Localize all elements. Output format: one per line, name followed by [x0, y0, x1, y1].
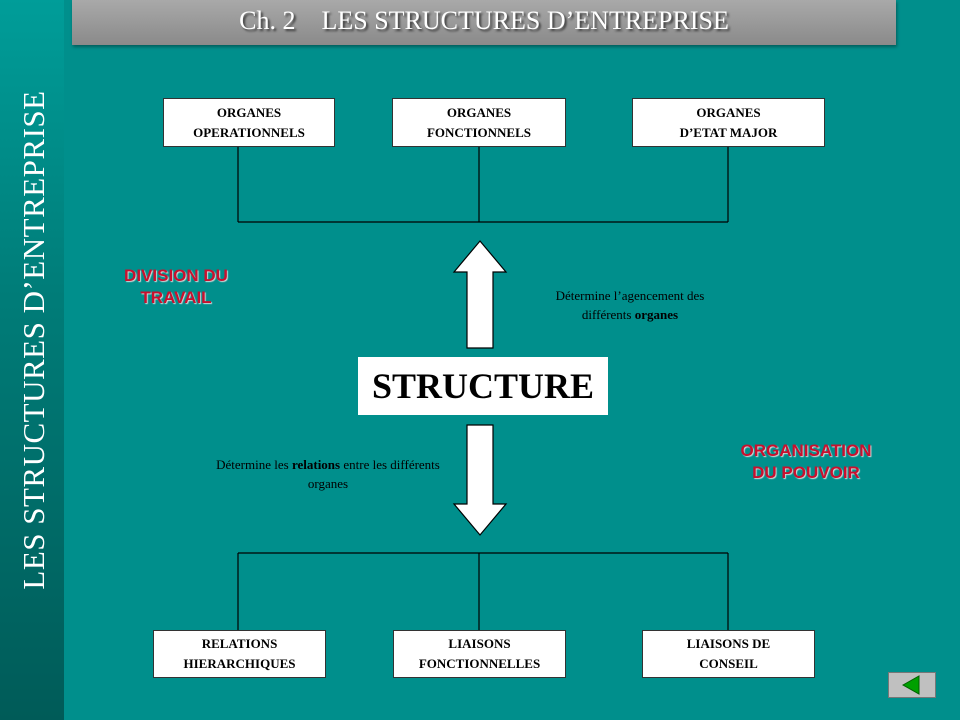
back-arrow-icon: [901, 675, 920, 695]
box-organes-etat-major: ORGANES D’ETAT MAJOR: [632, 98, 825, 147]
box-relations-hierarchiques: RELATIONS HIERARCHIQUES: [153, 630, 326, 678]
down-arrow-icon: [452, 424, 508, 536]
note-relations-bold: relations: [291, 457, 341, 472]
page-title: Ch. 2 LES STRUCTURES D’ENTREPRISE: [239, 6, 729, 35]
header-bar: Ch. 2 LES STRUCTURES D’ENTREPRISE: [72, 0, 896, 45]
note-agencement-text: Détermine l’agencement des différents: [555, 288, 705, 322]
structure-box: STRUCTURE: [358, 357, 608, 415]
box-organes-operationnels: ORGANES OPERATIONNELS: [163, 98, 335, 147]
box-organes-fonctionnels: ORGANES FONCTIONNELS: [392, 98, 566, 147]
left-band: [0, 0, 64, 720]
back-button[interactable]: [888, 672, 936, 698]
note-agencement-bold: organes: [634, 307, 679, 322]
note-relations: Détermine les relations entre les différ…: [213, 455, 443, 493]
division-du-travail-label: DIVISION DU TRAVAIL: [124, 266, 228, 307]
note-agencement: Détermine l’agencement des différents or…: [530, 286, 730, 324]
box-liaisons-de-conseil: LIAISONS DE CONSEIL: [642, 630, 815, 678]
box-liaisons-fonctionnelles: LIAISONS FONCTIONNELLES: [393, 630, 566, 678]
organisation-du-pouvoir-label: ORGANISATION DU POUVOIR: [740, 441, 872, 482]
note-relations-prefix: Détermine les: [216, 457, 292, 472]
note-relations-suffix: entre les différents organes: [307, 457, 440, 491]
up-arrow-icon: [452, 240, 508, 349]
